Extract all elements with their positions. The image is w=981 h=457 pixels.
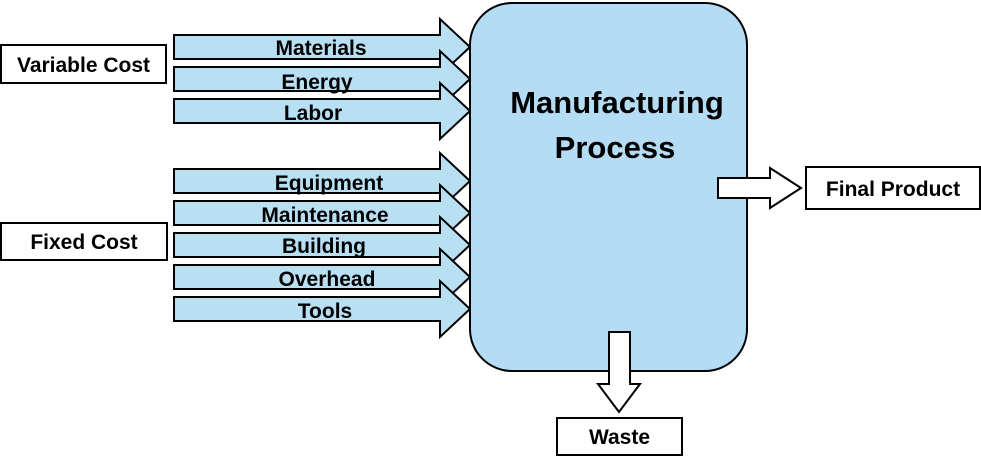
process-title-line1: Manufacturing <box>510 85 724 120</box>
input-label-materials: Materials <box>275 37 366 60</box>
input-label-energy: Energy <box>281 71 353 94</box>
variable-cost-label: Variable Cost <box>17 54 150 77</box>
input-label-labor: Labor <box>284 102 342 125</box>
process-title-line2: Process <box>555 130 676 165</box>
input-label-overhead: Overhead <box>279 268 376 291</box>
final-product-label: Final Product <box>826 178 960 201</box>
fixed-cost-box: Fixed Cost <box>0 222 168 261</box>
input-arrow-equipment: Equipment <box>173 150 472 212</box>
output-arrow-product <box>717 166 803 210</box>
input-arrow-tools: Tools <box>173 278 472 340</box>
input-arrow-labor: Labor <box>173 80 472 142</box>
final-product-box: Final Product <box>805 166 981 210</box>
input-arrow-energy: Energy <box>173 48 472 110</box>
manufacturing-process-block: Manufacturing Process <box>469 2 748 372</box>
fixed-cost-label: Fixed Cost <box>30 231 137 254</box>
variable-cost-box: Variable Cost <box>0 44 167 84</box>
input-arrow-materials: Materials <box>173 16 472 78</box>
input-label-equipment: Equipment <box>275 172 384 195</box>
input-label-building: Building <box>282 235 366 258</box>
input-label-tools: Tools <box>298 300 352 323</box>
waste-box: Waste <box>556 417 683 456</box>
input-arrow-building: Building <box>173 214 472 276</box>
output-arrow-waste <box>596 331 642 414</box>
input-arrow-overhead: Overhead <box>173 246 472 308</box>
waste-label: Waste <box>589 426 650 449</box>
input-arrow-maintenance: Maintenance <box>173 182 472 244</box>
input-label-maintenance: Maintenance <box>261 204 388 227</box>
